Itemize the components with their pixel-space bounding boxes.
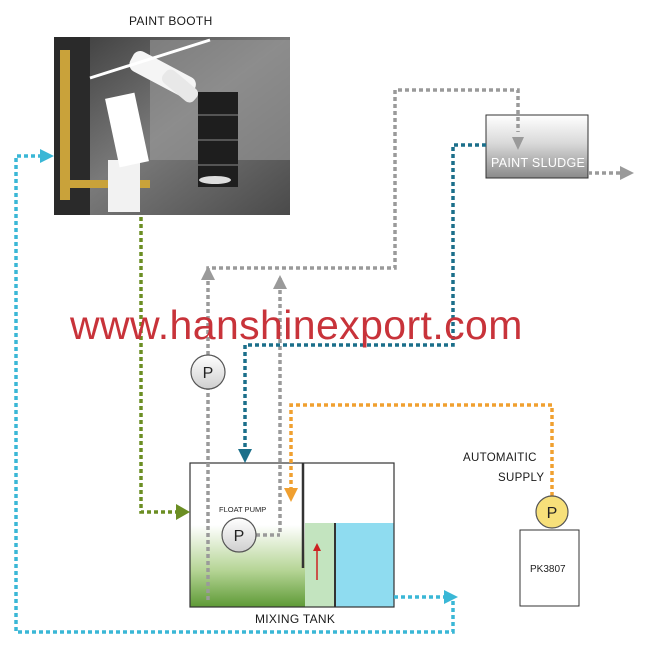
mixing-tank-label: MIXING TANK [255, 612, 336, 626]
gray-return-line [206, 88, 520, 600]
supply-pump-circle [535, 495, 569, 529]
orange-supply-line [289, 403, 554, 496]
green-booth-to-tank-line [139, 217, 178, 514]
pk3807-container [519, 529, 580, 607]
arrow-cyan-right [444, 590, 458, 604]
pump-symbol-upper: P [203, 365, 214, 382]
arrow-gray-sludge-in [512, 137, 524, 150]
arrow-gray-up-1 [201, 266, 215, 280]
supply-label: SUPPLY [498, 472, 545, 484]
arrow-orange-down [284, 488, 298, 502]
paint-booth-label: PAINT BOOTH [129, 14, 213, 28]
pk3807-label: PK3807 [530, 564, 566, 575]
automatic-label: AUTOMAITIC [463, 452, 537, 464]
arrow-green-in [176, 504, 190, 520]
pump-symbol-supply: P [547, 505, 558, 522]
teal-sludge-line [243, 143, 486, 450]
watermark-text: www.hanshinexport.com [70, 302, 523, 348]
cyan-recirculation-line [14, 154, 455, 634]
arrow-gray-up-2 [273, 275, 287, 289]
float-pump-circle [221, 517, 257, 553]
paint-booth-photo [54, 37, 290, 215]
arrow-gray-out [620, 166, 634, 180]
paint-sludge-label: PAINT SLUDGE [491, 156, 586, 170]
pump-circle-upper [190, 354, 226, 390]
paint-sludge-box [485, 114, 589, 179]
pump-symbol-float: P [234, 528, 245, 545]
arrow-cyan-booth [40, 149, 54, 163]
mixing-tank [189, 462, 395, 608]
float-pump-label: FLOAT PUMP [219, 505, 267, 514]
arrow-teal-down [238, 449, 252, 463]
